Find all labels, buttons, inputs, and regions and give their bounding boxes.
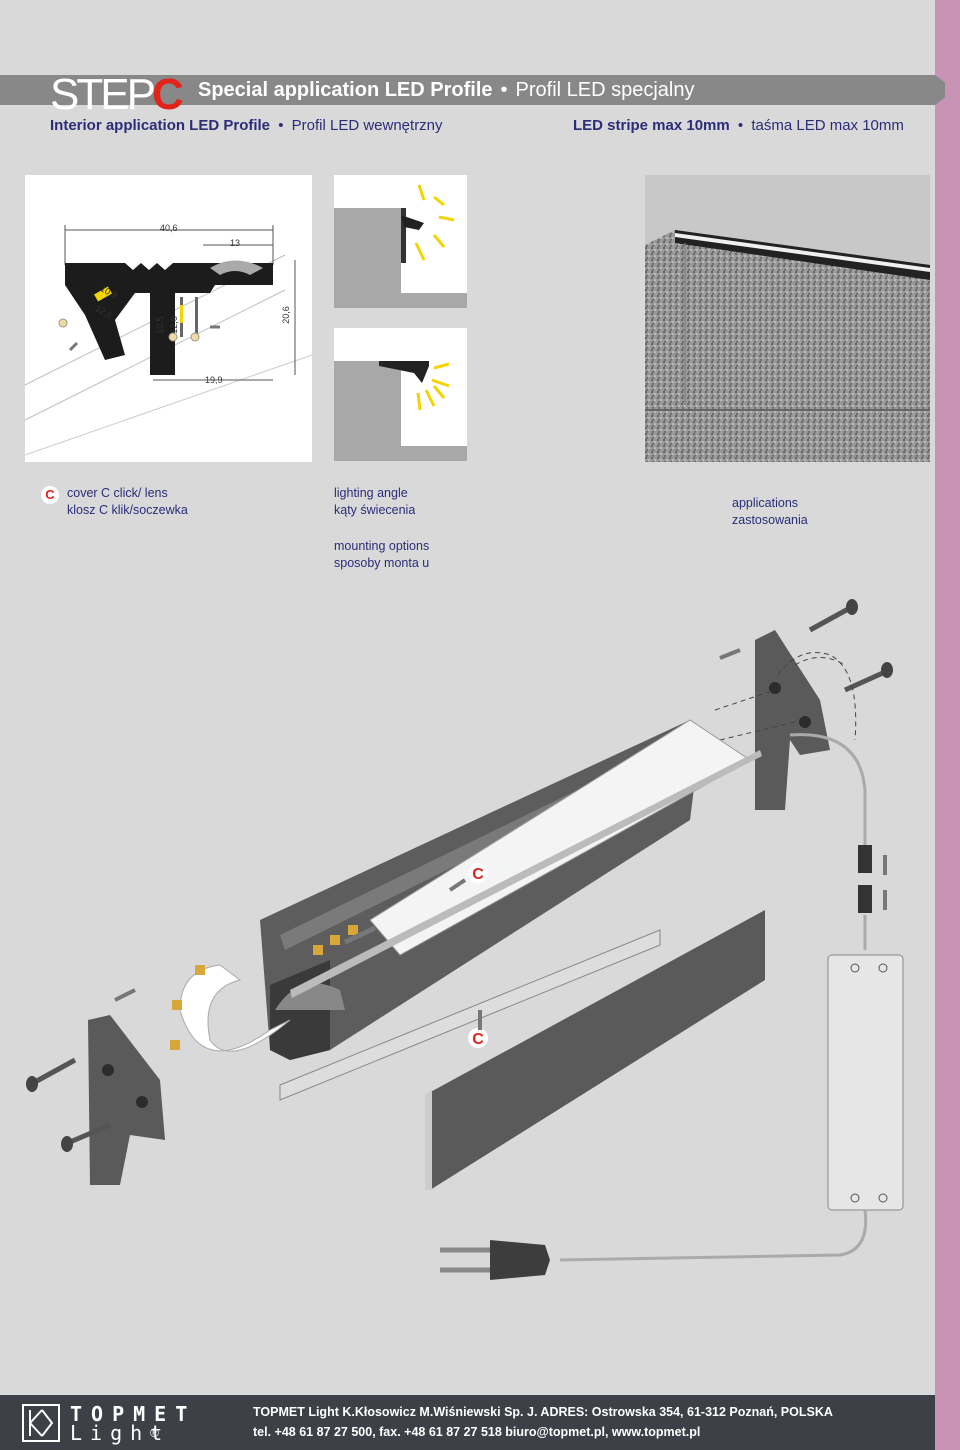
lighting-angle-panel-1 — [334, 175, 467, 308]
lens-cover — [369, 719, 751, 956]
subtitle-left-en: Interior application LED Profile — [50, 117, 271, 134]
subtitle-left-bullet: • — [278, 117, 284, 134]
mains-plug — [490, 1240, 550, 1280]
end-cap-right — [755, 630, 830, 810]
cable — [290, 750, 762, 998]
dimension-channel-2: 12,6 — [168, 316, 179, 334]
logo-mark-drawing — [29, 1409, 54, 1437]
cover-label: cover C click/ lens klosz C klik/soczewk… — [67, 485, 188, 519]
applications-label-pl: zastosowania — [732, 513, 808, 527]
mounting-label: mounting options sposoby monta u — [334, 538, 429, 572]
screw-left-1 — [26, 1057, 77, 1092]
footer-contact: tel. +48 61 87 27 500, fax. +48 61 87 27… — [253, 1425, 701, 1439]
lighting-angle-drawing-2 — [334, 361, 467, 461]
lighting-angle-label: lighting angle kąty świecenia — [334, 485, 415, 519]
application-photo — [645, 175, 930, 462]
connector-male — [858, 845, 872, 873]
cross-section-panel: 40,6 13 10,3 12,6 10,5 12,6 20,6 19,9 — [24, 175, 313, 462]
cover-label-pl: klosz C klik/soczewka — [67, 503, 188, 517]
step-word: STEP — [50, 70, 156, 119]
end-cap-left — [88, 1015, 165, 1185]
application-photo-drawing — [645, 175, 930, 462]
dimension-top-recess: 13 — [230, 238, 241, 248]
logo-text-top: TOPMET — [70, 1402, 197, 1426]
dimension-channel-1: 10,5 — [154, 316, 165, 334]
diffuser-cover — [279, 929, 661, 1101]
screw-left-2 — [61, 1122, 111, 1152]
arrow-endcap-top — [719, 648, 741, 660]
lighting-angle-panel-2 — [334, 328, 467, 461]
arrow-endcap-left — [114, 988, 136, 1002]
led-strip — [179, 964, 291, 1052]
lighting-angle-drawing-1 — [334, 184, 467, 308]
connector-female — [858, 885, 872, 913]
applications-label: applications zastosowania — [732, 495, 808, 529]
mounting-label-pl: sposoby monta u — [334, 556, 430, 570]
cover-label-en: cover C click/ lens — [67, 486, 168, 500]
lighting-angle-label-pl: kąty świecenia — [334, 503, 416, 517]
subtitle-left: Interior application LED Profile • Profi… — [50, 117, 443, 134]
screw-top-1 — [808, 599, 858, 633]
mounting-label-en: mounting options — [334, 539, 430, 553]
dimension-height: 20,6 — [280, 306, 291, 324]
applications-label-en: applications — [732, 496, 799, 510]
registered-mark: ® — [150, 1426, 159, 1440]
cover-marker-top: C — [472, 866, 484, 883]
subtitle-right: LED stripe max 10mm • taśma LED max 10mm — [573, 117, 904, 134]
title-pl: Profil LED specjalny — [515, 78, 695, 101]
dimension-bottom: 19,9 — [205, 375, 223, 385]
header-bar — [0, 75, 945, 105]
cross-section-drawing — [24, 225, 313, 456]
title-en: Special application LED Profile — [198, 78, 493, 101]
footer — [0, 1395, 935, 1450]
subtitle-right-pl: taśma LED max 10mm — [751, 117, 904, 134]
dimension-width: 40,6 — [160, 223, 178, 233]
flat-cover — [425, 910, 765, 1190]
subtitle-right-en: LED stripe max 10mm — [573, 117, 730, 134]
logo-text-bottom: Light — [70, 1421, 171, 1445]
exploded-assembly-diagram: C C — [26, 599, 904, 1280]
subtitle-left-pl: Profil LED wewnętrzny — [291, 117, 443, 134]
step-letter: C — [152, 70, 184, 119]
cover-marker-bottom: C — [472, 1031, 484, 1048]
page-title: Special application LED Profile • Profil… — [198, 75, 695, 105]
footer-address: TOPMET Light K.Kłosowicz M.Wiśniewski Sp… — [253, 1405, 833, 1419]
title-bullet: • — [500, 78, 508, 101]
cover-c-badge: C — [41, 486, 59, 504]
logo-mark — [22, 1404, 60, 1442]
subtitle-right-bullet: • — [737, 117, 744, 134]
power-supply — [827, 954, 904, 1211]
lighting-angle-label-en: lighting angle — [334, 486, 408, 500]
side-color-strip — [935, 0, 960, 1450]
